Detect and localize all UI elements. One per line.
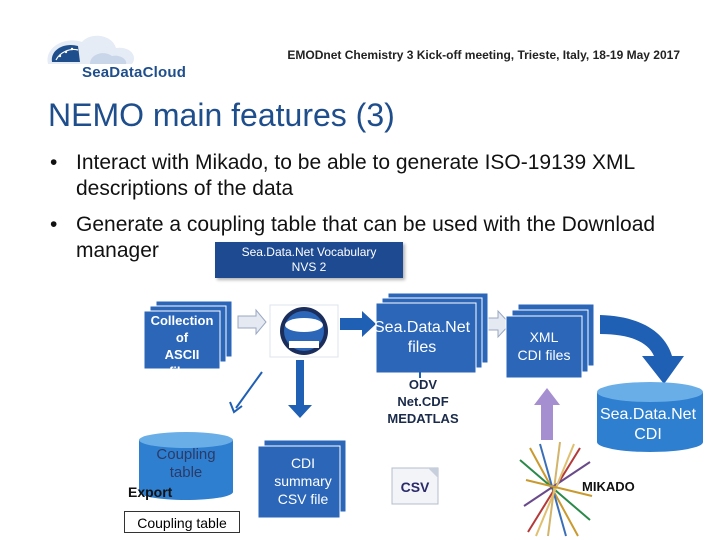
seadatacloud-logo (47, 35, 135, 64)
xml-line: XML (529, 329, 559, 345)
meeting-header: EMODnet Chemistry 3 Kick-off meeting, Tr… (287, 48, 680, 62)
vocabulary-subtitle: NVS 2 (291, 260, 327, 274)
arrow-to-cdi-summary (288, 360, 312, 418)
logo-text: SeaDataCloud (82, 64, 187, 81)
cdi-summary-line: CDI (290, 455, 316, 471)
collection-line: Collection (150, 313, 214, 328)
export-label: Export (128, 484, 173, 500)
arrow-to-coupling (235, 371, 263, 409)
cdi-summary-label: CDI summary CSV file (263, 454, 343, 508)
collection-card-front (143, 310, 221, 370)
nemo-logo (269, 304, 339, 358)
arrow-to-sdn-files (340, 311, 376, 337)
mikado-sticks-icon (519, 441, 593, 537)
formats-label: ODV Net.CDF MEDATLAS (368, 376, 478, 427)
sdn-files-line: Sea.Data.Net (374, 319, 471, 336)
bullet-dot: • (50, 213, 58, 236)
collection-line: of (175, 330, 189, 345)
bullet-text: Interact with Mikado, to be able to gene… (76, 151, 635, 200)
sdn-files-label: Sea.Data.Net files (374, 318, 470, 358)
slide-title: NEMO main features (3) (48, 97, 395, 133)
bullet-text: Generate a coupling table that can be us… (76, 213, 656, 262)
curved-arrow-to-cdi (600, 315, 684, 384)
collection-line: ASCII (164, 347, 200, 362)
vocabulary-title: Sea.Data.Net Vocabulary (241, 245, 377, 259)
csv-file-fold (428, 468, 438, 478)
collection-label: Collection of ASCII files (140, 312, 224, 380)
format-line: ODV (408, 377, 438, 392)
sdn-cdi-label: Sea.Data.Net CDI (598, 405, 698, 445)
csv-file-icon (391, 467, 439, 505)
bullet-dot: • (50, 151, 58, 174)
cdi-summary-line: CSV file (277, 491, 329, 507)
vocabulary-box: Sea.Data.Net Vocabulary NVS 2 (215, 242, 403, 278)
format-line: Net.CDF (397, 394, 449, 409)
collection-line: files (168, 364, 195, 379)
arrow-mikado-to-xml (534, 388, 560, 440)
sdn-files-line: files (407, 339, 437, 356)
xml-line: CDI files (517, 347, 571, 363)
cdi-summary-card-front (257, 445, 341, 519)
coupling-table-box: Coupling table (124, 511, 240, 533)
arrow-to-nemo (237, 308, 267, 336)
coupling-line: table (169, 464, 203, 481)
sdn-card-front (375, 302, 477, 374)
sdn-cdi-line: Sea.Data.Net (599, 406, 697, 423)
format-line: MEDATLAS (387, 411, 459, 426)
bullet-item: • Generate a coupling table that can be … (50, 212, 710, 264)
cdi-cylinder-bottom (597, 432, 703, 452)
sdn-cdi-line: CDI (634, 426, 662, 443)
coupling-line: Coupling (156, 446, 216, 463)
coupling-label: Coupling table (138, 446, 234, 482)
bullet-item: • Interact with Mikado, to be able to ge… (50, 150, 710, 202)
xml-cdi-label: XML CDI files (508, 328, 580, 364)
csv-label: CSV (400, 479, 430, 495)
cdi-cylinder-top (597, 382, 703, 402)
coupling-cylinder-body (139, 440, 233, 492)
xml-card-front (505, 315, 583, 379)
coupling-cylinder-top (139, 432, 233, 448)
coupling-cylinder-bottom (139, 484, 233, 500)
mikado-label: MIKADO (582, 479, 635, 494)
cdi-summary-line: summary (274, 473, 332, 489)
arrow-to-coupling-head (229, 401, 243, 414)
bullet-list: • Interact with Mikado, to be able to ge… (50, 150, 710, 264)
